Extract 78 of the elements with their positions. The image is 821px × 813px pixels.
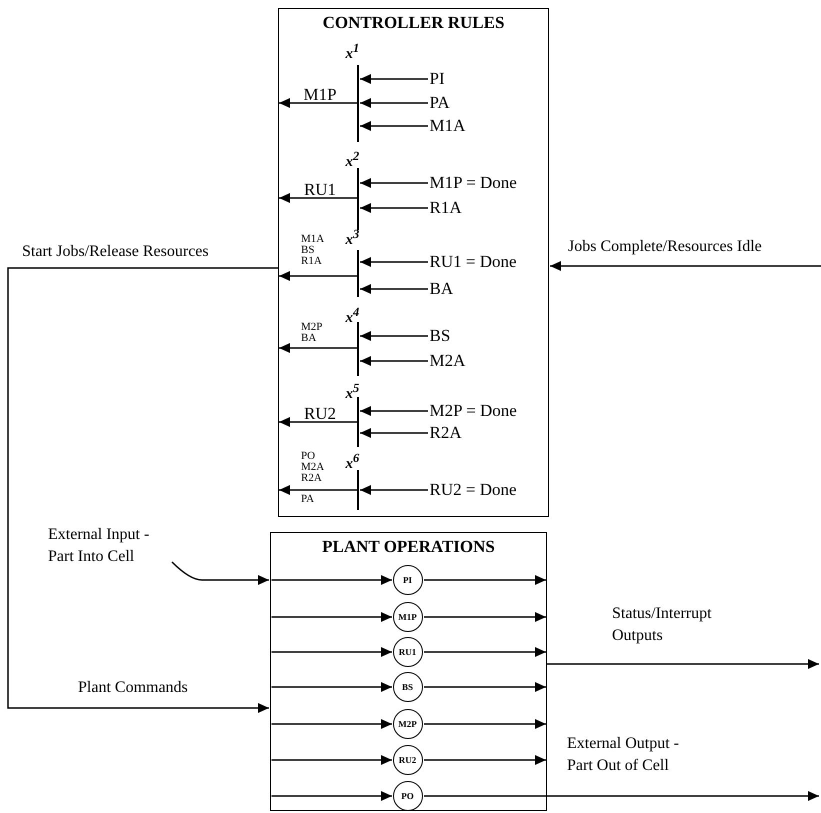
signal-label: PA [430,92,540,112]
block-frame [270,532,547,811]
place-circle: RU1 [392,636,422,666]
transition-label: x$^{3}$ [346,226,360,248]
transition-label: x$^{2}$ [346,148,360,170]
block-title: CONTROLLER RULES [322,13,506,33]
signal-label: R1A [430,198,540,218]
place-circle: M2P [392,708,422,738]
place-circle: RU2 [392,744,422,774]
signal-label: M1P = Done [430,172,540,192]
edge-label: M1P [302,86,338,104]
arrow [360,284,428,294]
arrow [424,647,546,657]
arrow [360,74,428,84]
signal-label: M2P = Done [430,400,540,420]
place-circle: PI [392,564,422,594]
arrow [424,719,546,729]
edge-label: External Output - Part Out of Cell [567,734,680,776]
arrow [360,203,428,213]
signal-label: RU2 = Done [430,480,540,500]
arrow [272,647,392,657]
arrow [424,612,546,622]
edge-label: Jobs Complete/Resources Idle [568,237,763,257]
arrow [279,271,357,281]
place-circle: BS [392,672,422,702]
arrow [272,755,392,765]
block-title: PLANT OPERATIONS [321,537,496,557]
arrow [279,98,357,108]
arrow [547,659,819,669]
arrow [424,791,819,801]
arrow [272,575,392,585]
arrow [7,267,278,713]
arrow [171,561,269,585]
arrow [360,178,428,188]
signal-label: BA [430,278,540,298]
arrow [272,682,392,692]
place-circle: M1P [392,602,422,632]
arrow [424,755,546,765]
signal-label: RU1 = Done [430,252,540,272]
place-circle: PO [392,780,422,810]
input-note: External Input - Part Into Cell [48,524,178,568]
arrow [272,719,392,729]
transition-label: x$^{5}$ [346,380,360,402]
arrow [272,791,392,801]
signal-label: M2A [430,350,540,370]
arrow [360,121,428,131]
arrow [279,417,357,427]
edge-label: Status/Interrupt Outputs [612,604,713,646]
arrow [424,575,546,585]
transition-label: x$^{4}$ [346,304,360,326]
transition-label: x$^{1}$ [346,40,360,62]
signal-label: BS [430,326,540,346]
arrow [360,406,428,416]
text-label: PA [301,493,314,506]
edge-label: RU1 [302,181,338,199]
arrow [279,485,357,495]
transition-label: x$^{6}$ [346,450,360,472]
block-frame [278,8,549,517]
signal-label: R2A [430,422,540,442]
arrow [360,98,428,108]
edge-label: M1A BS R1A [301,234,325,267]
signal-label: PI [430,68,540,88]
edge-label: Start Jobs/Release Resources [22,242,210,262]
arrow [360,331,428,341]
text-label: Plant Commands [78,679,188,697]
edge-label: RU2 [302,405,338,423]
arrow [424,682,546,692]
edge-label: PO M2A R2A [301,451,325,484]
arrow [550,261,821,271]
arrow [360,356,428,366]
arrow [279,343,357,353]
arrow [279,193,357,203]
arrow [272,612,392,622]
arrow [360,257,428,267]
arrow [360,485,428,495]
signal-label: M1A [430,116,540,136]
arrow [360,428,428,438]
edge-label: M2P BA [301,322,323,344]
